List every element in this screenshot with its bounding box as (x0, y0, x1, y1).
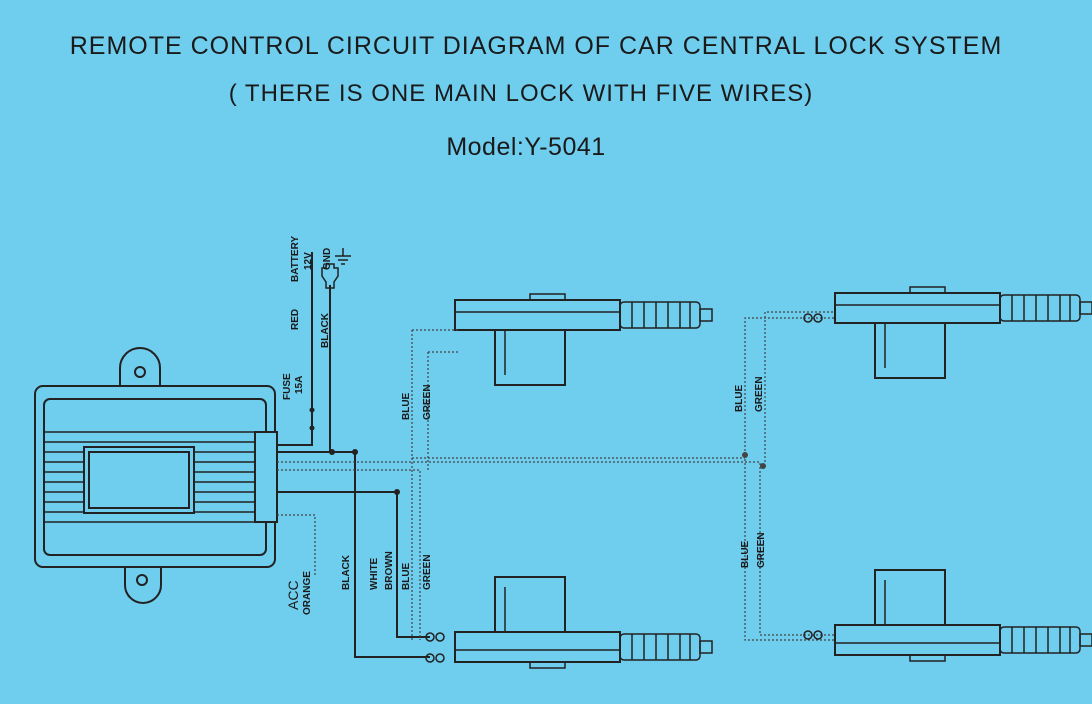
door-lock-actuator-rear-right (834, 569, 1092, 662)
diagram-title: REMOTE CONTROL CIRCUIT DIAGRAM OF CAR CE… (69, 32, 1003, 60)
label-blue-fl: BLUE (401, 392, 412, 420)
door-lock-actuator-front-left (454, 293, 713, 386)
label-black-main: BLACK (341, 554, 352, 590)
label-fuse: FUSE (282, 373, 293, 400)
wiring (277, 248, 835, 663)
main-lock-actuator (454, 576, 713, 669)
ground-symbol-icon (335, 248, 351, 265)
label-gnd: GND (322, 248, 333, 270)
label-green-rr: GREEN (756, 532, 767, 568)
label-orange: ORANGE (302, 571, 313, 615)
label-battery: BATTERY (290, 236, 301, 282)
label-green-fr: GREEN (754, 376, 765, 412)
door-lock-actuator-front-right (834, 286, 1092, 379)
label-blue-main: BLUE (401, 562, 412, 590)
label-blue-rr: BLUE (740, 540, 751, 568)
label-blue-fr: BLUE (734, 384, 745, 412)
label-green-main: GREEN (422, 554, 433, 590)
ground-terminal-icon (321, 263, 339, 289)
label-acc: ACC (285, 580, 301, 610)
label-red: RED (290, 309, 301, 330)
label-black: BLACK (320, 312, 331, 348)
model-number: Model:Y-5041 (446, 133, 606, 161)
label-white: WHITE (369, 557, 380, 590)
label-brown: BROWN (384, 551, 395, 590)
diagram-subtitle: ( THERE IS ONE MAIN LOCK WITH FIVE WIRES… (228, 80, 814, 107)
control-unit (34, 347, 278, 604)
label-fuse-rating: 15A (294, 376, 305, 394)
label-battery-voltage: 12V (303, 252, 314, 270)
wire-labels: BATTERY 12V GND RED BLACK FUSE 15A ACC O… (282, 236, 767, 615)
label-green-fl: GREEN (422, 384, 433, 420)
